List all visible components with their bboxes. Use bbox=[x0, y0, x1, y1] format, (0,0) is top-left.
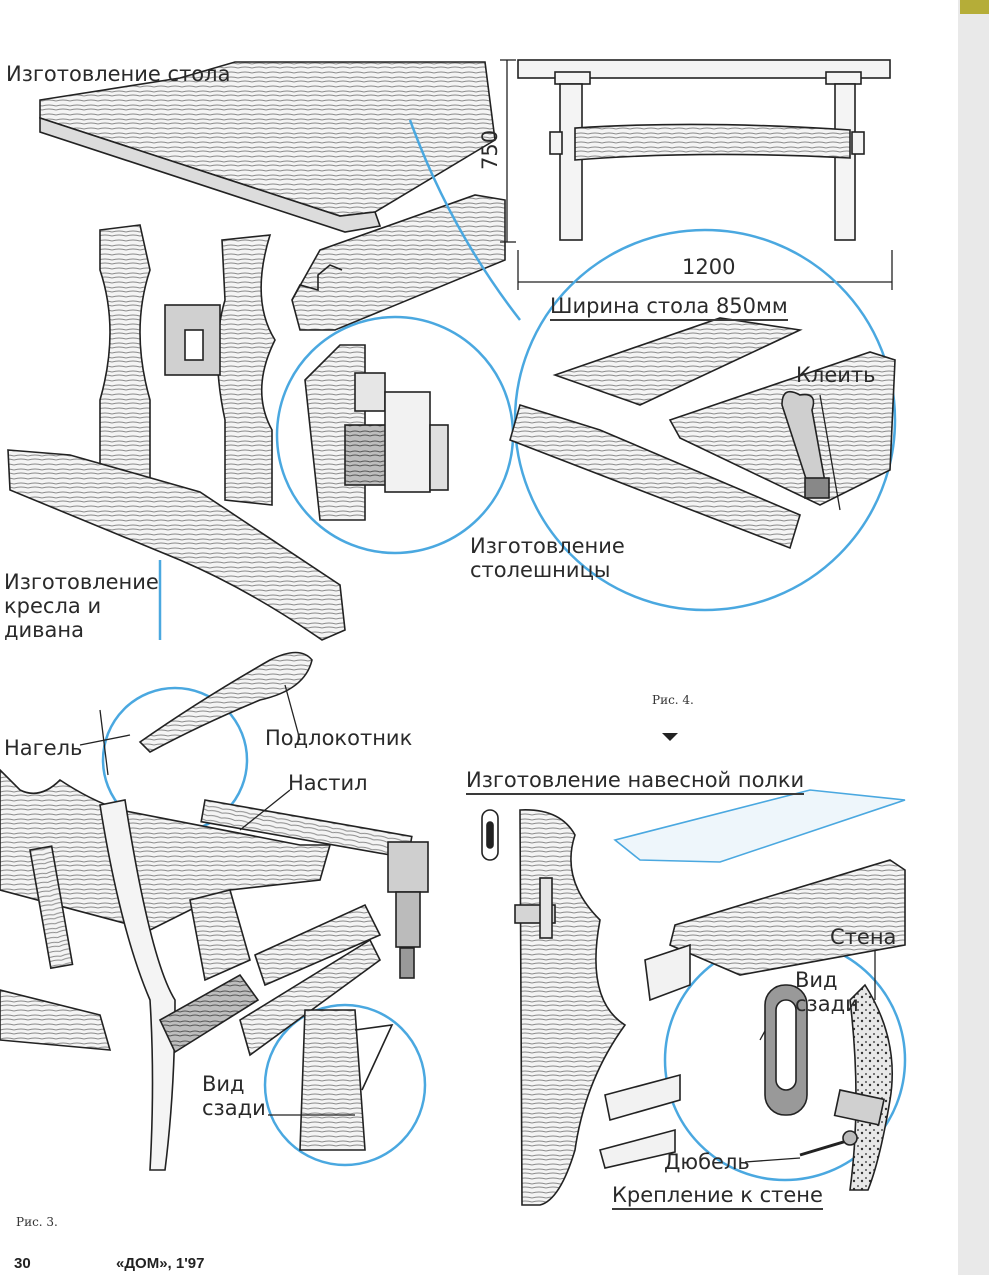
shelf-side-panel bbox=[519, 809, 627, 1206]
tabletop-glue-detail bbox=[509, 317, 896, 550]
back-view-chair-label: Вид сзади bbox=[202, 1072, 266, 1121]
page-edge-strip bbox=[958, 0, 989, 1275]
height-dimension: 750 bbox=[478, 129, 502, 170]
backrest bbox=[0, 768, 332, 931]
wall-label: Стена bbox=[830, 925, 897, 949]
rail-board bbox=[291, 194, 506, 331]
back-view-shelf-label: Вид сзади bbox=[795, 968, 859, 1017]
dowel-pin-label: Нагель bbox=[4, 736, 83, 760]
wall-mount-label: Крепление к стене bbox=[612, 1183, 823, 1211]
deck-label: Настил bbox=[288, 771, 368, 795]
shelf-drawing bbox=[481, 789, 906, 1206]
anchor-label: Дюбель bbox=[664, 1150, 750, 1174]
table-drawing bbox=[7, 61, 506, 641]
page-edge-tab bbox=[960, 0, 989, 14]
armrest-label: Подлокотник bbox=[265, 726, 413, 750]
table-dimension-drawing bbox=[500, 59, 893, 290]
glue-label: Клеить bbox=[796, 363, 876, 387]
shelf-title-label: Изготовление навесной полки bbox=[466, 768, 805, 796]
armrest-piece bbox=[138, 651, 313, 753]
chair-sofa-title-label: Изготовление кресла и дивана bbox=[4, 570, 159, 643]
fig3-caption: Рис. 3. bbox=[16, 1215, 58, 1229]
chair-drawing bbox=[0, 651, 429, 1171]
page-number: 30 bbox=[14, 1255, 31, 1272]
right-leg bbox=[216, 234, 276, 506]
base-foot bbox=[7, 449, 346, 641]
dowel-pointer bbox=[79, 709, 131, 776]
magazine-issue: «ДОМ», 1'97 bbox=[116, 1255, 205, 1272]
left-leg bbox=[99, 224, 151, 491]
arrow-down-icon bbox=[662, 733, 678, 741]
table-title-label: Изготовление стола bbox=[6, 62, 231, 86]
side-post bbox=[99, 799, 176, 1171]
joint-detail bbox=[304, 344, 449, 521]
table-width-label: Ширина стола 850мм bbox=[550, 294, 788, 322]
length-dimension: 1200 bbox=[682, 255, 736, 279]
fig4-caption: Рис. 4. bbox=[652, 693, 694, 707]
tabletop-label: Изготовление столешницы bbox=[470, 534, 625, 583]
callout-guides bbox=[101, 119, 907, 1182]
